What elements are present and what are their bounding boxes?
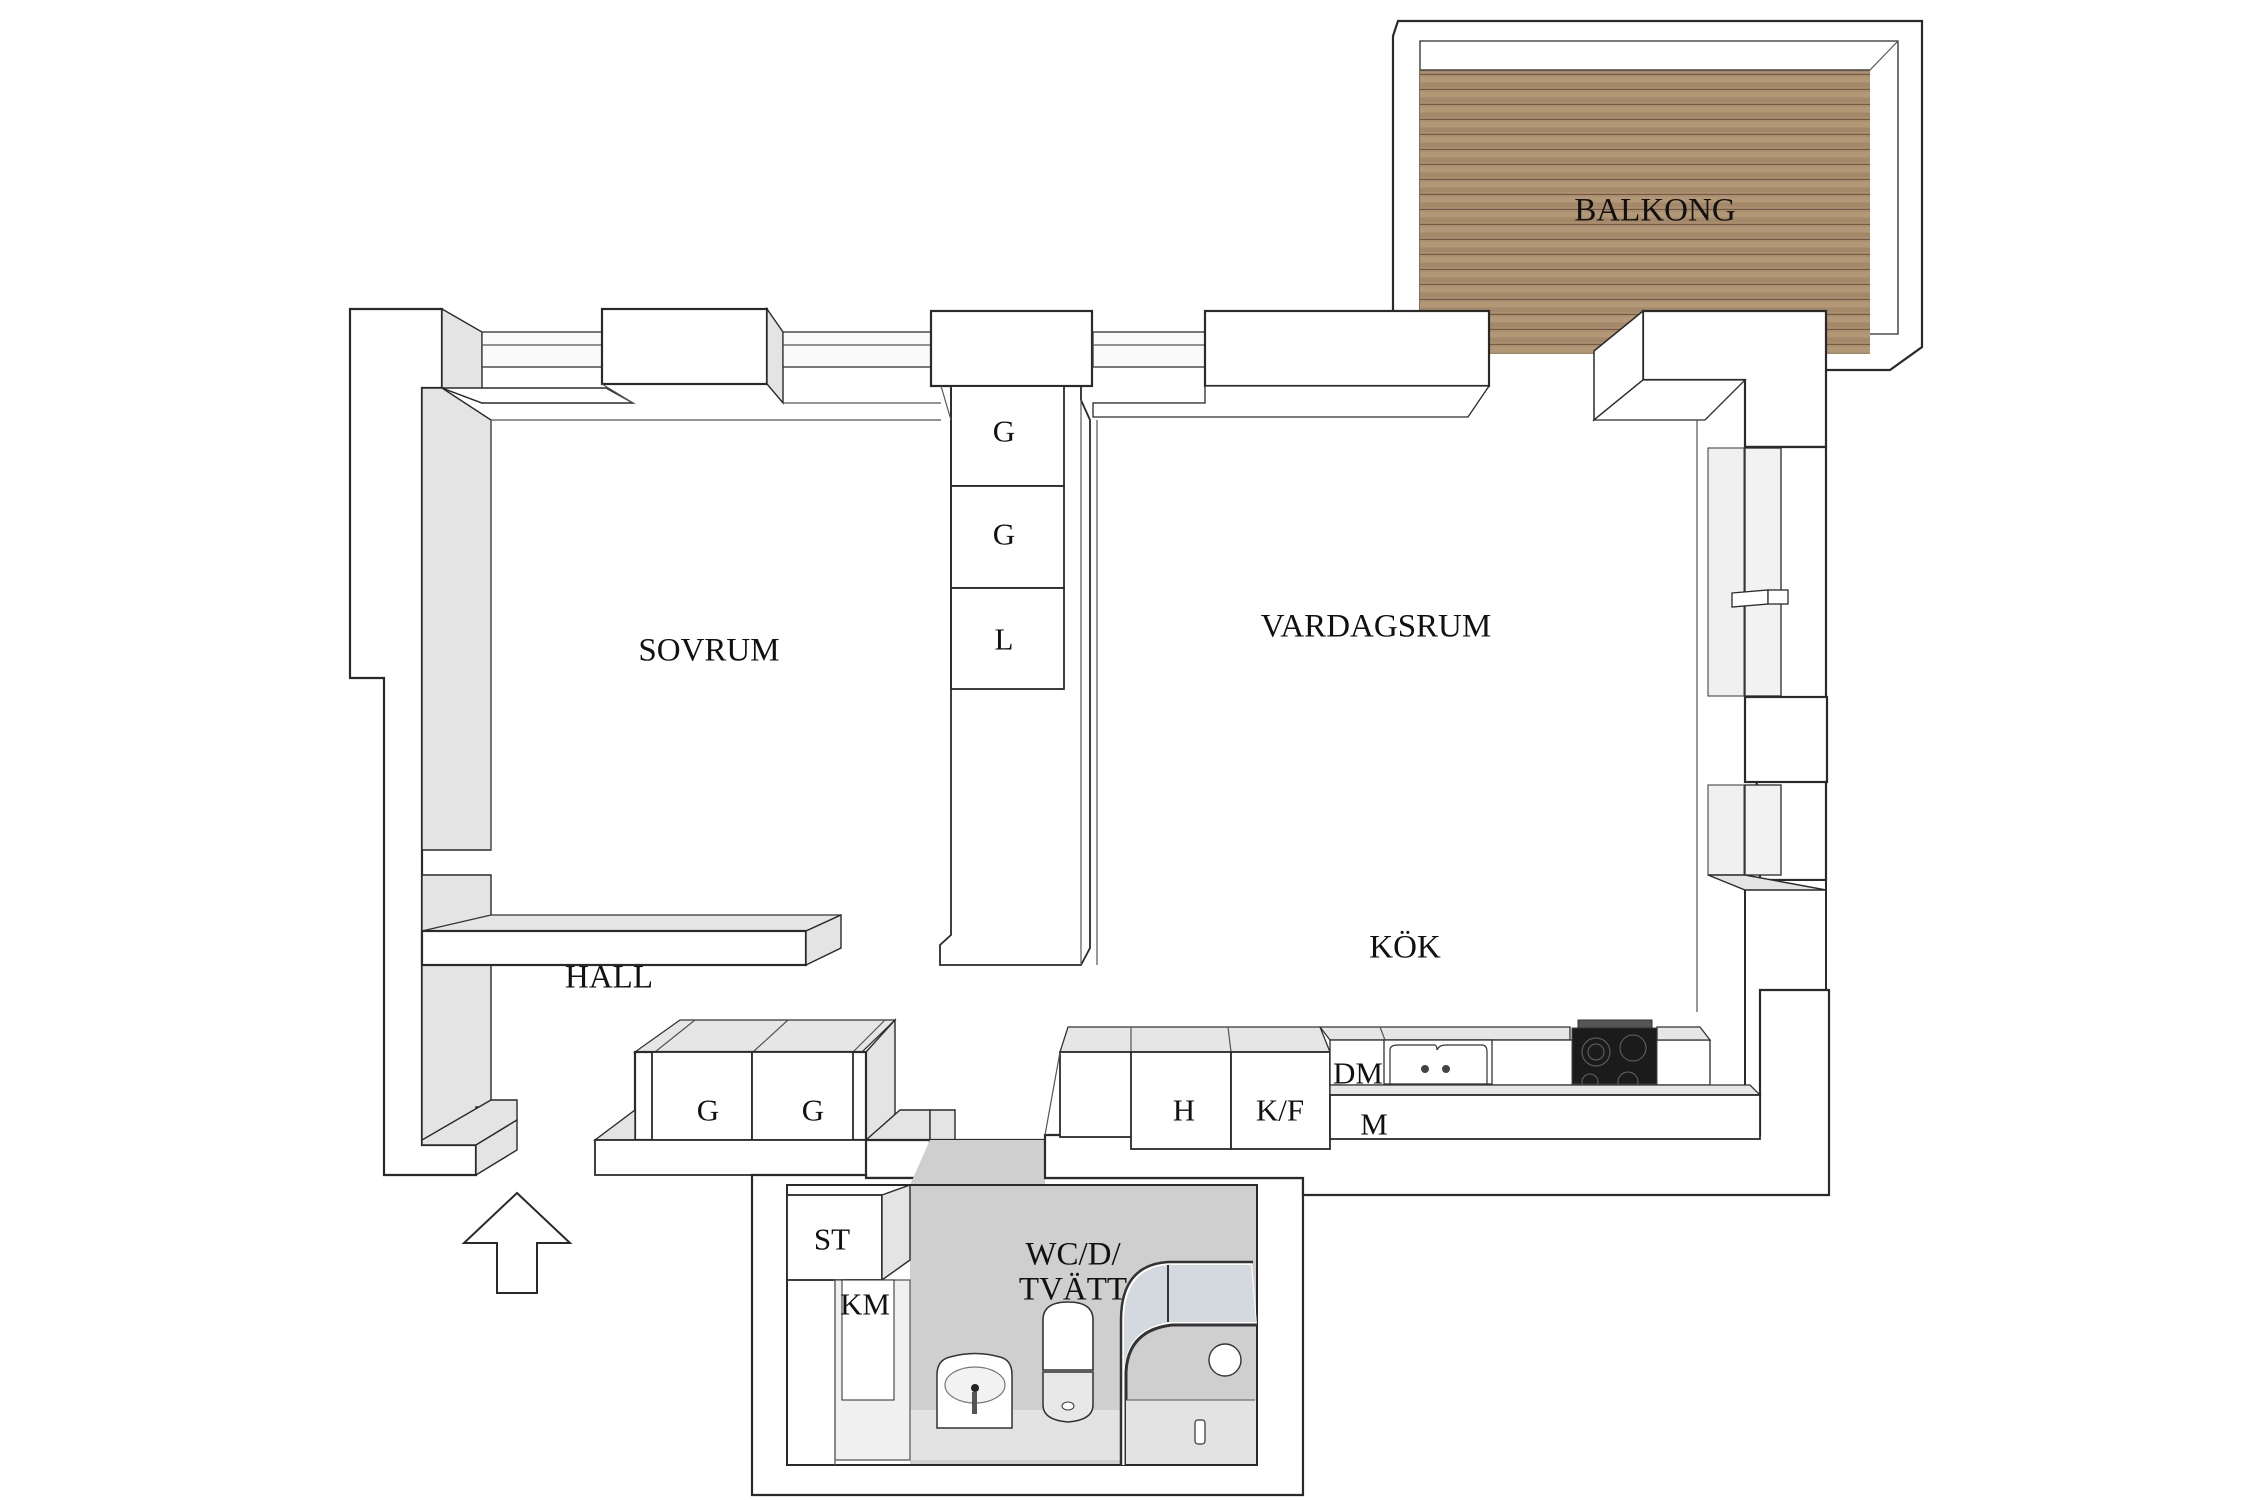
closet-column — [939, 385, 1091, 966]
room-label-wc-line2: TVÄTT — [1018, 1271, 1128, 1307]
fixture-label-fridge-freezer: K/F — [1255, 1092, 1305, 1128]
fixture-label-dishwasher: DM — [1333, 1055, 1383, 1091]
hall-wardrobes — [592, 1018, 956, 1180]
radiator — [1731, 589, 1789, 608]
washbasin — [936, 1352, 1013, 1429]
partition-wall — [420, 913, 842, 967]
fixture-label-linen: L — [994, 621, 1014, 657]
bathroom — [750, 1138, 1305, 1497]
room-label-vardagsrum: VARDAGSRUM — [1260, 608, 1492, 645]
cooktop — [1571, 1019, 1658, 1093]
balcony — [1391, 19, 1924, 372]
room-label-wc-line1: WC/D/ — [1025, 1236, 1121, 1273]
fixture-label-wardrobe-1: G — [992, 413, 1016, 449]
room-label-sovrum: SOVRUM — [638, 632, 780, 669]
room-label-wc: WC/D/ TVÄTT — [1019, 1237, 1127, 1306]
fixture-label-wardrobe-2: G — [992, 516, 1016, 552]
balcony-decking — [1420, 70, 1870, 354]
fixture-label-drying-cabinet: ST — [813, 1221, 851, 1257]
arrow-up-icon — [461, 1191, 573, 1294]
fixture-label-washing-machine: KM — [840, 1286, 890, 1322]
shower — [1119, 1260, 1257, 1465]
fixture-label-microwave: M — [1360, 1106, 1388, 1142]
fixture-label-hall-wardrobe-2: G — [801, 1092, 825, 1128]
toilet — [1042, 1301, 1094, 1423]
fixture-label-hall-wardrobe-1: G — [696, 1092, 720, 1128]
fixture-label-fan: H — [1172, 1092, 1196, 1128]
room-label-kok: KÖK — [1369, 929, 1441, 966]
kitchen-sink — [1383, 1039, 1493, 1085]
room-label-balkong: BALKONG — [1574, 192, 1736, 229]
kitchen — [1043, 988, 1831, 1197]
room-label-hall: HALL — [565, 959, 653, 996]
